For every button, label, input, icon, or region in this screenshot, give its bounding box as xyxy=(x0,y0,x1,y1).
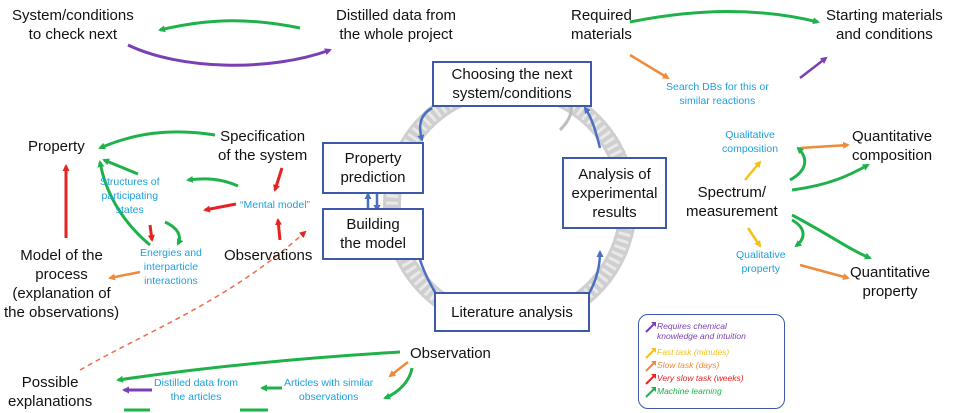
arrow-spectrum-to-qualcomp-ml xyxy=(789,146,807,182)
arrow-energies-to-model xyxy=(108,270,141,281)
label-qualitative-property: Qualitative property xyxy=(736,249,786,275)
arrow-spectrum-to-quantcomp xyxy=(791,163,870,192)
arrow-distilled-to-system xyxy=(158,19,301,33)
label-quantitative-property: Quantitative property xyxy=(850,264,931,300)
arrow-spectrum-to-qualcomp xyxy=(744,160,762,181)
label-required-materials: Required materials xyxy=(571,7,632,43)
arrow-qualprop-to-quantprop xyxy=(799,263,850,281)
orange-arrow-icon xyxy=(645,361,656,372)
box-property-prediction: Property prediction xyxy=(322,142,424,194)
label-spectrum-measurement: Spectrum/ measurement xyxy=(686,184,778,220)
label-system-conditions: System/conditions to check next xyxy=(12,7,134,43)
arrow-required-to-starting xyxy=(629,10,820,25)
arrow-system-to-distilled xyxy=(127,43,332,67)
label-starting-materials: Starting materials and conditions xyxy=(826,7,943,43)
label-articles-similar: Articles with similar observations xyxy=(284,377,374,403)
arrow-spectrum-to-quantprop xyxy=(791,213,872,260)
arrow-states-to-energies xyxy=(147,224,155,242)
arrow-spectrum-to-qualprop xyxy=(746,227,762,248)
purple-arrow-icon xyxy=(645,322,656,333)
label-specification: Specification of the system xyxy=(218,128,308,164)
legend: Requires chemical knowledge and intuitio… xyxy=(638,314,785,409)
label-energies: Energies and interparticle interactions xyxy=(140,247,202,287)
arrow-obs-to-mental xyxy=(275,218,282,241)
arrow-states-to-energies-ml xyxy=(164,220,184,246)
legend-label-fast: Fast task (minutes) xyxy=(657,347,730,357)
arrow-spectrum-to-qualprop-ml xyxy=(791,218,805,248)
arrow-observation-to-articles-ml xyxy=(383,367,414,400)
cycle-arrow-choose-to-predict xyxy=(417,106,433,142)
box-analysis-results: Analysis of experimental results xyxy=(562,157,667,229)
label-structures: Structures of participating states xyxy=(100,176,160,216)
label-model-process: Model of the process (explanation of the… xyxy=(4,247,120,321)
arrow-spec-to-mental xyxy=(273,167,284,192)
legend-label-chemical: Requires chemical knowledge and intuitio… xyxy=(657,321,746,341)
label-possible-explanations: Possible explanations xyxy=(8,374,93,410)
arrow-spec-to-property xyxy=(98,130,216,150)
label-distilled-articles: Distilled data from the articles xyxy=(154,377,239,403)
legend-label-very-slow: Very slow task (weeks) xyxy=(657,373,744,383)
legend-label-slow: Slow task (days) xyxy=(657,360,720,370)
cycle-arrow-analysis-to-choose xyxy=(583,106,602,149)
box-literature-analysis: Literature analysis xyxy=(434,292,590,332)
label-search-dbs: Search DBs for this or similar reactions xyxy=(666,81,769,107)
label-observations: Observations xyxy=(224,247,313,264)
yellow-arrow-icon xyxy=(645,348,656,359)
dashed-link-mental-to-explanations xyxy=(79,230,307,371)
arrow-qualcomp-to-quantcomp xyxy=(799,141,850,150)
label-distilled-project: Distilled data from the whole project xyxy=(336,7,457,43)
arrow-mental-to-structures xyxy=(186,175,239,188)
label-quantitative-composition: Quantitative composition xyxy=(852,128,933,164)
box-building-model: Building the model xyxy=(322,208,424,260)
label-mental-model: “Mental model” xyxy=(240,199,311,211)
arrow-energies-to-property xyxy=(97,160,151,247)
legend-label-ml: Machine learning xyxy=(657,386,722,396)
arrow-search-to-starting xyxy=(799,56,828,79)
box-choosing-next: Choosing the next system/conditions xyxy=(432,61,592,107)
arrow-required-to-search xyxy=(629,53,670,80)
red-arrow-icon xyxy=(645,374,656,385)
arrow-structures-to-property xyxy=(102,158,139,176)
label-property: Property xyxy=(28,138,85,155)
arrow-observation-to-articles xyxy=(388,361,409,378)
label-observation: Observation xyxy=(410,345,491,362)
label-qualitative-composition: Qualitative composition xyxy=(722,129,779,155)
green-arrow-icon xyxy=(645,387,656,398)
arrow-mental-to-states xyxy=(203,202,237,213)
arrow-observation-to-possible xyxy=(116,350,401,383)
